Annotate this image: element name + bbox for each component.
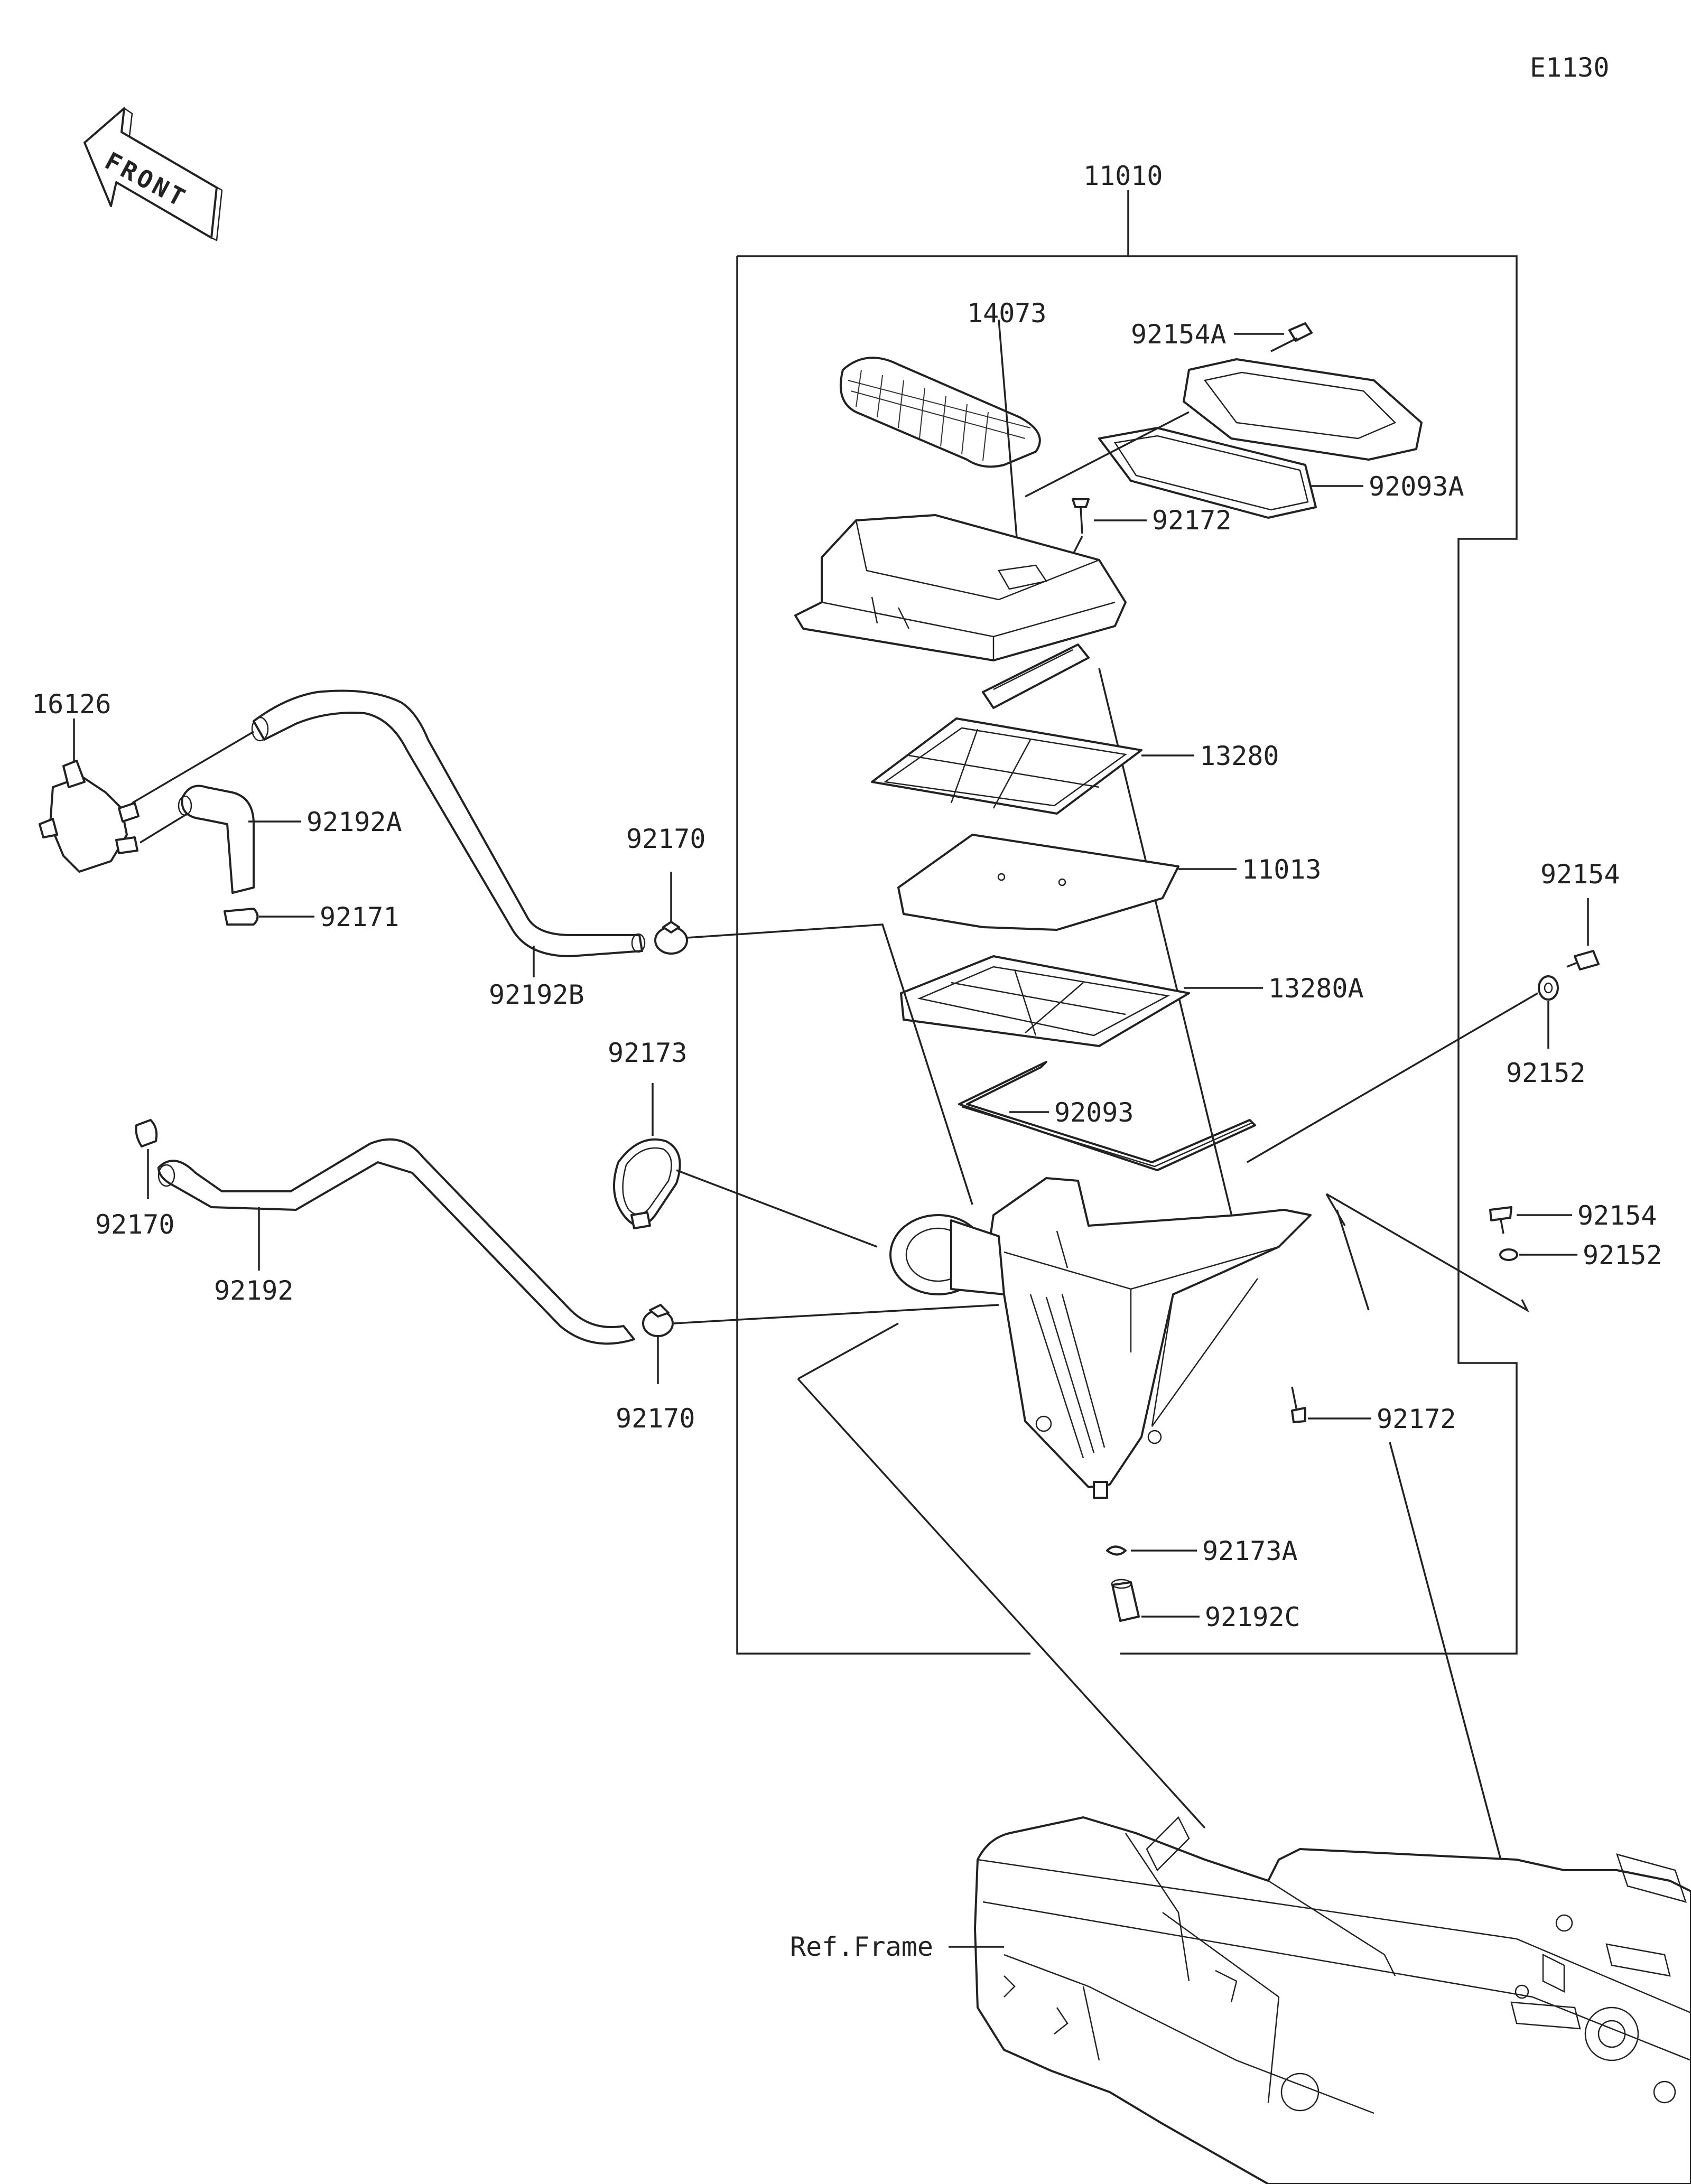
screw-92172-top-icon	[1072, 498, 1090, 534]
label-92170-top: 92170	[626, 824, 706, 854]
label-92170-left: 92170	[95, 1209, 175, 1240]
label-92154-r1: 92154	[1540, 859, 1620, 890]
clamp-92170-left-icon	[135, 1119, 158, 1147]
frame	[974, 1816, 1691, 2184]
band-clamp-92173	[613, 1138, 681, 1229]
air-filter-11013	[897, 834, 1179, 931]
washer-92152-r1-icon	[1538, 975, 1559, 1001]
label-14073: 14073	[967, 298, 1047, 329]
clamp-92170-top-icon	[654, 921, 688, 955]
assembly-number: 11010	[1083, 161, 1163, 191]
label-92093A: 92093A	[1369, 471, 1464, 502]
upper-case	[794, 514, 1127, 661]
label-13280: 13280	[1200, 741, 1279, 771]
label-16126: 16126	[32, 689, 112, 720]
bolt-92154A-icon	[1270, 322, 1313, 352]
valve-16126	[39, 760, 140, 873]
element-frame-13280	[871, 717, 1142, 815]
gasket-92093	[958, 1061, 1256, 1171]
clip-92171-icon	[224, 908, 259, 926]
cover-plate	[1183, 358, 1423, 461]
ref-frame-label: Ref.Frame	[790, 1931, 933, 1962]
label-11013: 11013	[1242, 854, 1322, 885]
label-92192B: 92192B	[489, 979, 584, 1010]
label-92152-r2: 92152	[1583, 1240, 1662, 1271]
hose-92192C	[1111, 1579, 1140, 1622]
clip-92173A-icon	[1106, 1545, 1127, 1556]
bracket-plate	[982, 643, 1090, 709]
clamp-92170-bot-icon	[642, 1304, 674, 1337]
label-92170-bot: 92170	[616, 1403, 695, 1434]
label-92154A: 92154A	[1131, 319, 1227, 350]
front-arrow-icon: FRONT	[83, 107, 223, 241]
bolt-92154-r1-icon	[1566, 950, 1600, 970]
label-92192C: 92192C	[1205, 1602, 1300, 1632]
label-92173A: 92173A	[1202, 1536, 1298, 1566]
label-92093: 92093	[1054, 1097, 1134, 1128]
label-92152-r1: 92152	[1506, 1058, 1586, 1088]
label-92172-bot: 92172	[1377, 1404, 1456, 1434]
lower-case	[889, 1177, 1312, 1499]
hose-92192B	[251, 689, 646, 957]
washer-92152-r2-icon	[1499, 1248, 1518, 1261]
label-92192A: 92192A	[306, 807, 402, 837]
label-92192: 92192	[214, 1275, 294, 1306]
bolt-92154-r2-icon	[1489, 1206, 1512, 1234]
label-92171: 92171	[320, 902, 399, 932]
label-92172-top: 92172	[1152, 505, 1232, 536]
hose-92192A	[178, 785, 255, 894]
page-code: E1130	[1530, 52, 1610, 83]
element-frame-13280A	[900, 955, 1190, 1047]
screw-92172-bot-icon	[1291, 1386, 1306, 1423]
hose-92192	[157, 1138, 635, 1345]
label-92173: 92173	[608, 1038, 687, 1068]
intake-duct	[839, 357, 1041, 468]
label-92154-r2: 92154	[1577, 1200, 1657, 1231]
label-13280A: 13280A	[1268, 973, 1364, 1004]
assembly-bracket: 11010	[736, 161, 1518, 1655]
